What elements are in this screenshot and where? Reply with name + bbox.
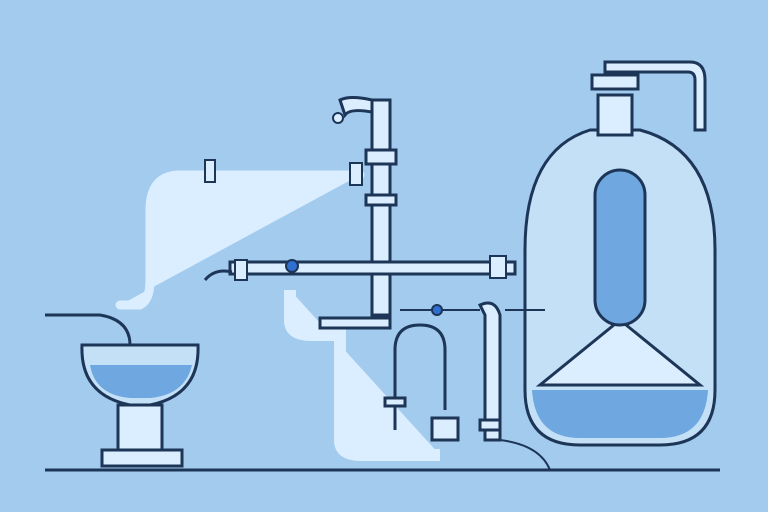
toilet-bowl: [45, 313, 200, 468]
drain-trap: [284, 290, 551, 471]
middle-pipe: [228, 260, 517, 276]
water-tank: [505, 60, 717, 447]
